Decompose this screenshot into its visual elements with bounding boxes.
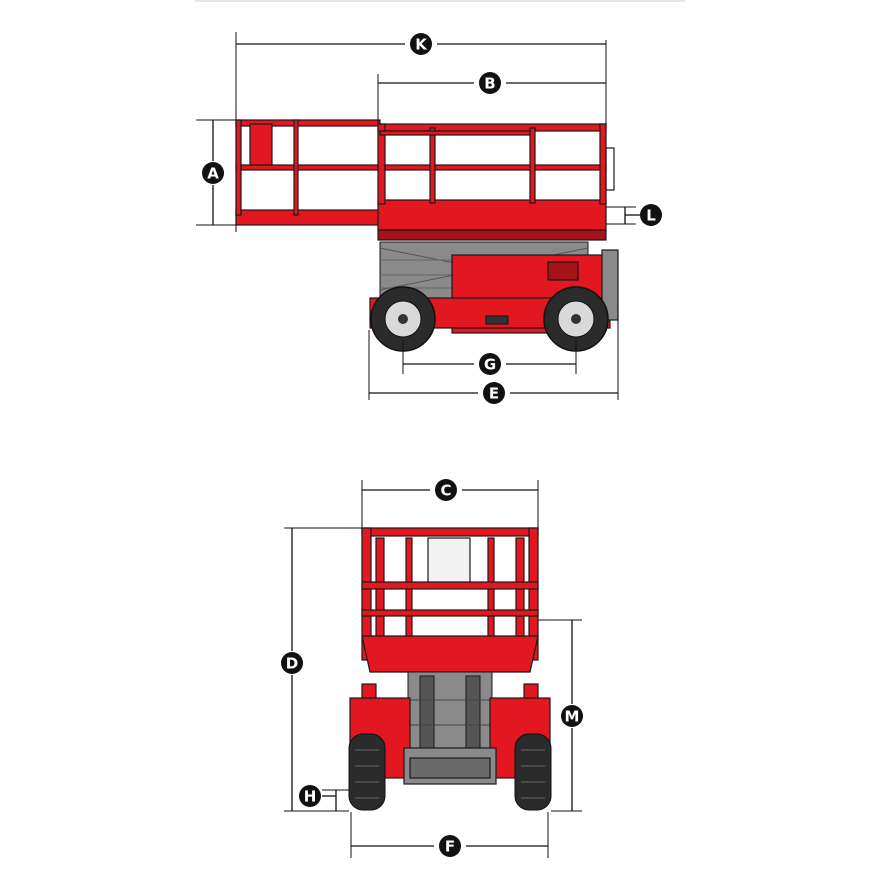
dimension-l-marker — [640, 204, 662, 226]
dimension-c-marker — [435, 479, 457, 501]
rear-left-tire — [348, 733, 386, 811]
dimension-d-label: D — [286, 655, 298, 673]
dimension-g-label: G — [484, 356, 496, 374]
rear-platform — [361, 527, 539, 673]
side-extension-deck — [235, 119, 381, 226]
dimension-f: F — [350, 812, 549, 858]
side-front-wheel — [370, 286, 436, 352]
rear-view: C D M H — [281, 479, 583, 858]
dimension-f-label: F — [445, 838, 455, 856]
dimension-g-marker — [479, 353, 501, 375]
dimension-a-label: A — [207, 165, 219, 183]
dimension-b-label: B — [484, 75, 495, 93]
dimension-m: M — [538, 619, 583, 812]
dimension-e-marker — [483, 382, 505, 404]
dimension-f-marker — [439, 835, 461, 857]
dimension-l-label: L — [646, 207, 656, 225]
dimension-e: E — [368, 300, 619, 404]
side-view: K B A L — [196, 32, 662, 404]
dimension-k-label: K — [415, 36, 428, 54]
dimension-k: K — [235, 32, 607, 232]
dimension-l: L — [606, 204, 662, 226]
dimension-d: D — [281, 527, 362, 812]
dimension-h-marker — [299, 785, 321, 807]
dimension-a-marker — [202, 162, 224, 184]
dimension-c: C — [361, 479, 539, 528]
dimension-h-label: H — [304, 788, 317, 806]
dimension-e-label: E — [489, 385, 499, 403]
dimension-a: A — [196, 119, 236, 226]
dimension-d-marker — [281, 652, 303, 674]
rear-right-tire — [514, 733, 552, 811]
dimension-g: G — [402, 340, 577, 375]
dimension-b: B — [377, 72, 606, 124]
side-main-platform — [377, 123, 615, 241]
rear-scissor-stack — [407, 671, 493, 755]
dimension-h: H — [299, 785, 349, 812]
dimension-c-label: C — [440, 482, 451, 500]
dimension-b-marker — [479, 72, 501, 94]
side-rear-wheel — [543, 286, 609, 352]
dimension-k-marker — [410, 33, 432, 55]
dimension-m-label: M — [565, 708, 580, 726]
dimension-m-marker — [561, 705, 583, 727]
